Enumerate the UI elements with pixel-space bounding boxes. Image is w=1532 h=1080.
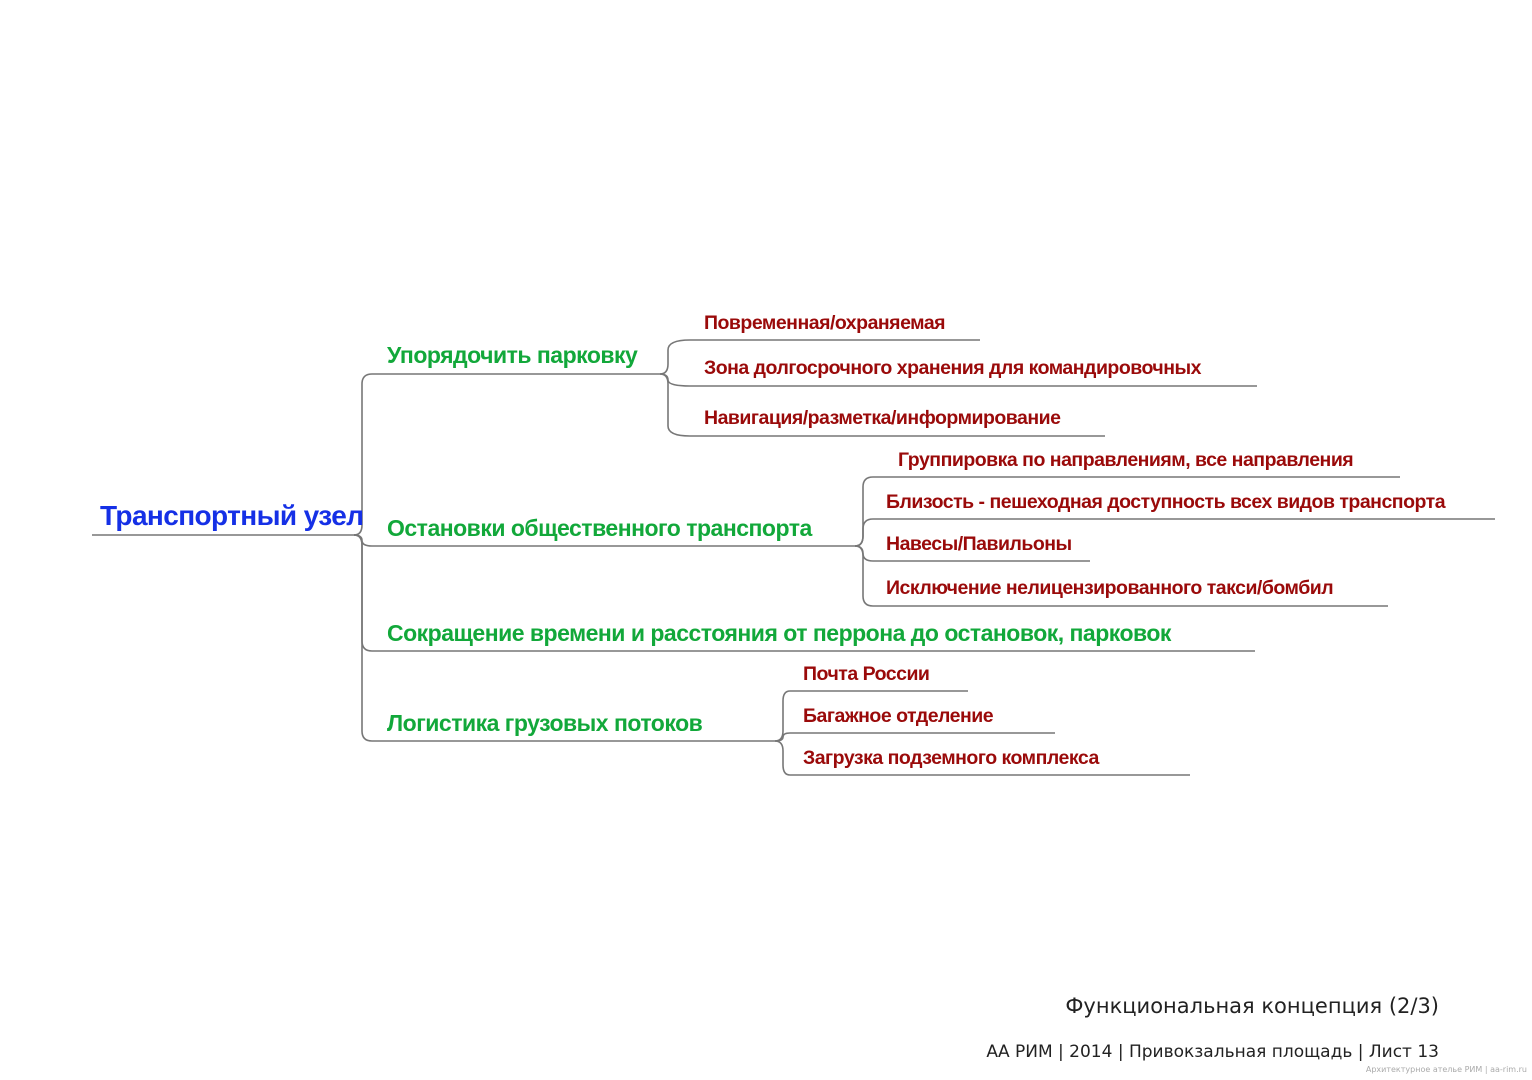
- leaf-grouping[interactable]: Группировка по направлениям, все направл…: [898, 449, 1354, 471]
- branch-connector: [353, 534, 373, 742]
- branch-connector: [353, 534, 373, 652]
- root-node[interactable]: Транспортный узел: [100, 500, 364, 531]
- branch-connector: [353, 534, 373, 547]
- leaf-connector: [659, 339, 691, 375]
- sheet-subtitle: АА РИМ | 2014 | Привокзальная площадь | …: [986, 1042, 1439, 1062]
- leaf-post[interactable]: Почта России: [803, 663, 930, 685]
- leaf-connector: [659, 373, 691, 437]
- branch-connector: [353, 373, 373, 536]
- leaf-connector: [774, 732, 791, 742]
- leaf-underground-loading[interactable]: Загрузка подземного комплекса: [803, 747, 1099, 769]
- branch-parking[interactable]: Упорядочить парковку: [387, 342, 638, 368]
- leaf-shelters[interactable]: Навесы/Павильоны: [886, 533, 1072, 555]
- branch-public-transport[interactable]: Остановки общественного транспорта: [387, 515, 812, 541]
- leaf-connector: [854, 545, 874, 562]
- sheet-title: Функциональная концепция (2/3): [1065, 994, 1439, 1018]
- leaf-connector: [854, 476, 874, 547]
- leaf-long-term-storage[interactable]: Зона долгосрочного хранения для командир…: [704, 357, 1202, 379]
- leaf-connector: [854, 518, 874, 547]
- leaf-proximity[interactable]: Близость - пешеходная доступность всех в…: [886, 491, 1446, 513]
- leaf-baggage[interactable]: Багажное отделение: [803, 705, 994, 727]
- leaf-navigation[interactable]: Навигация/разметка/информирование: [704, 407, 1061, 429]
- leaf-taxi[interactable]: Исключение нелицензированного такси/бомб…: [886, 577, 1334, 599]
- leaf-connector: [854, 545, 874, 607]
- branch-logistics[interactable]: Логистика грузовых потоков: [387, 710, 703, 736]
- leaf-paid-parking[interactable]: Повременная/охраняемая: [704, 312, 946, 334]
- leaf-connector: [774, 740, 791, 776]
- credit-text: Архитектурное ателье РИМ | aa-rim.ru: [1365, 1065, 1527, 1074]
- branch-time-reduction[interactable]: Сокращение времени и расстояния от перро…: [387, 620, 1171, 646]
